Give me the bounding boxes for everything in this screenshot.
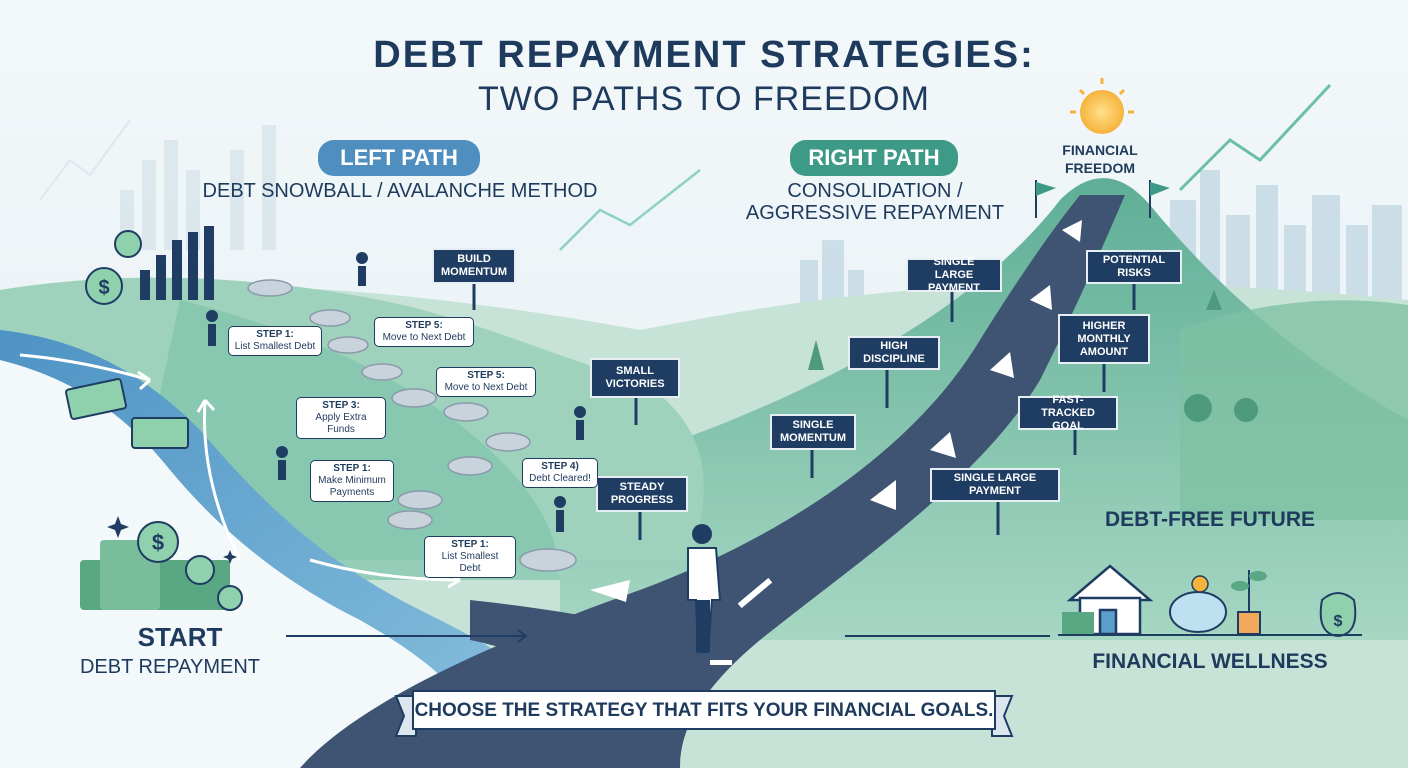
road-left-branch	[470, 600, 680, 700]
sign-single-large-payment-top: SINGLE LARGE PAYMENT	[906, 256, 1002, 294]
sign-steady-progress: STEADY PROGRESS	[596, 476, 688, 512]
river-bank	[0, 360, 500, 768]
sparkle-icon	[107, 516, 237, 564]
right-path-label: RIGHT PATH	[790, 140, 958, 176]
summit-label-2: FREEDOM	[1065, 160, 1135, 176]
right-path-subtitle-2: AGGRESSIVE REPAYMENT	[745, 202, 1005, 224]
page-subtitle: TWO PATHS TO FREEDOM	[478, 80, 930, 118]
step-bubble: STEP 3:Apply Extra Funds	[296, 397, 386, 439]
sign-higher-monthly-amount: HIGHER MONTHLY AMOUNT	[1058, 314, 1150, 364]
bar-chart-icon	[140, 226, 214, 300]
background-chart-left	[39, 119, 276, 250]
step-bubble: STEP 1:List Smallest Debt	[228, 326, 322, 356]
svg-text:$: $	[152, 530, 164, 555]
svg-text:$: $	[98, 277, 109, 299]
money-bag-icon: $	[1062, 592, 1357, 638]
sign-single-momentum: SINGLE MOMENTUM	[770, 414, 856, 450]
piggy-bank-icon	[1169, 575, 1227, 633]
right-hill	[1180, 300, 1408, 520]
coin-stack-icon: $	[80, 521, 243, 611]
start-arrow	[286, 629, 528, 643]
sign-small-victories: SMALL VICTORIES	[590, 358, 680, 398]
step-bubble: STEP 5:Move to Next Debt	[374, 317, 474, 347]
start-label: START	[137, 622, 223, 652]
flag-icon	[1035, 180, 1170, 218]
growth-line-right	[1178, 83, 1332, 192]
summit-label-1: FINANCIAL	[1062, 142, 1138, 158]
road	[300, 195, 1125, 768]
left-path-subtitle: DEBT SNOWBALL / AVALANCHE METHOD	[202, 180, 598, 202]
start-sublabel: DEBT REPAYMENT	[79, 656, 261, 678]
sign-potential-risks: POTENTIAL RISKS	[1086, 250, 1182, 284]
strategy-banner: CHOOSE THE STRATEGY THAT FITS YOUR FINAN…	[412, 690, 996, 730]
right-path-subtitle-1: CONSOLIDATION /	[787, 180, 963, 202]
step-bubble: STEP 1:Make Minimum Payments	[310, 460, 394, 502]
sign-posts	[472, 282, 1136, 540]
road-markings	[590, 220, 1082, 665]
sun-icon	[1070, 78, 1134, 134]
left-path-label: LEFT PATH	[318, 140, 480, 176]
future-footer: FINANCIAL WELLNESS	[1092, 650, 1328, 673]
future-heading: DEBT-FREE FUTURE	[1105, 508, 1315, 531]
river-flow-arrows	[19, 353, 461, 589]
step-bubble: STEP 1:List Smallest Debt	[424, 536, 516, 578]
dollar-sign-icon: $	[65, 230, 189, 449]
svg-text:$: $	[1334, 613, 1343, 630]
sign-build-momentum: BUILD MOMENTUM	[432, 248, 516, 284]
sign-high-discipline: HIGH DISCIPLINE	[848, 336, 940, 370]
trees	[808, 290, 1258, 422]
sign-single-large-payment-bottom: SINGLE LARGE PAYMENT	[930, 468, 1060, 502]
growth-line-left	[559, 169, 701, 251]
page-title: DEBT REPAYMENT STRATEGIES:	[373, 34, 1035, 76]
person-icon	[206, 252, 722, 653]
sign-fast-tracked-goal: FAST-TRACKED GOAL	[1018, 394, 1118, 432]
stepping-stones	[247, 279, 577, 572]
banner-ribbon	[394, 695, 1014, 737]
step-bubble: STEP 5:Move to Next Debt	[436, 367, 536, 397]
step-bubble: STEP 4)Debt Cleared!	[522, 458, 598, 488]
